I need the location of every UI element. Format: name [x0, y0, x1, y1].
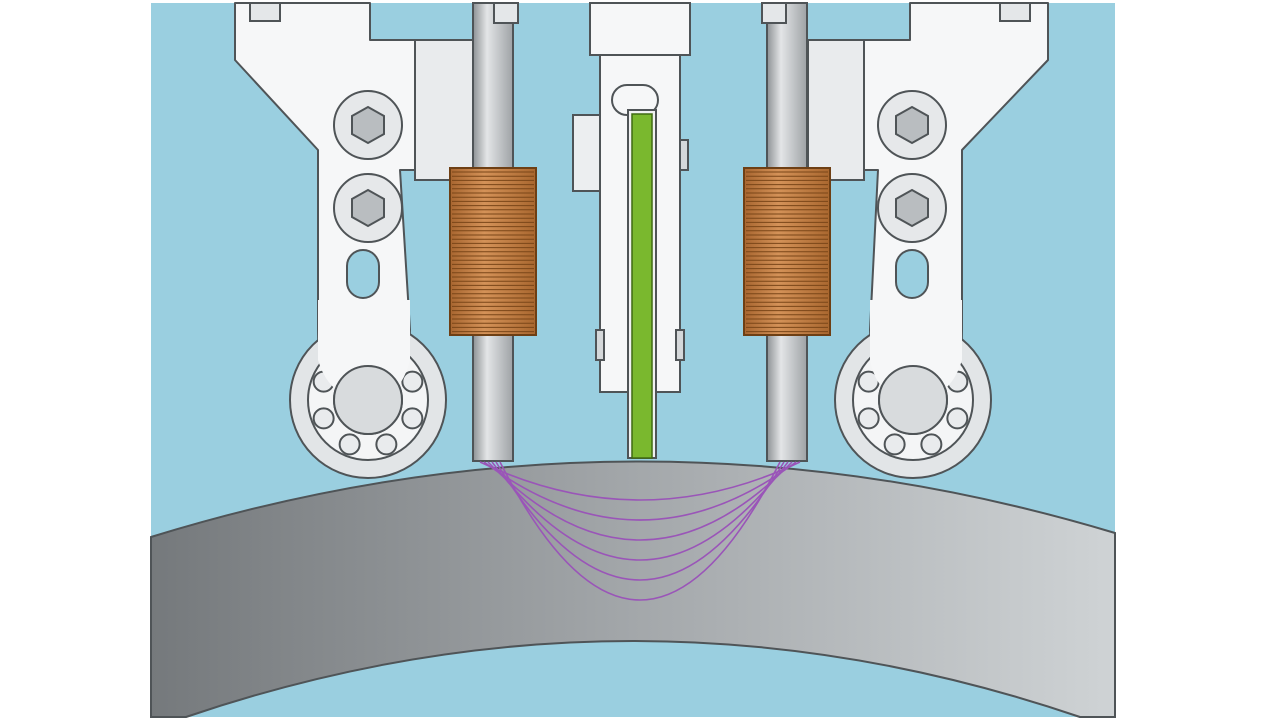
right-lower-screw	[877, 173, 947, 243]
bearing-ball	[401, 370, 424, 393]
bearing-ball	[375, 433, 398, 456]
sensor-top-block	[589, 2, 691, 56]
field-lines	[479, 461, 801, 601]
left-support-plate	[414, 39, 476, 181]
bearing-ball	[401, 407, 424, 430]
right-bracket-slot	[895, 249, 929, 299]
left-rod-collar	[493, 2, 519, 24]
right-bearing-hub	[878, 365, 948, 435]
right-rod-collar	[761, 2, 787, 24]
bearing-ball	[946, 407, 969, 430]
sensor-clip-right	[679, 139, 689, 171]
sensor-clip-left	[595, 329, 605, 361]
field-line	[491, 461, 789, 561]
field-line	[499, 461, 781, 601]
bearing-ball	[857, 407, 880, 430]
left-bracket-slot	[346, 249, 380, 299]
bearing-ball	[312, 407, 335, 430]
field-line	[495, 461, 785, 581]
sensor-clip-right-lower	[675, 329, 685, 361]
field-line	[483, 461, 797, 521]
field-line	[479, 461, 801, 501]
left-upper-screw	[333, 90, 403, 160]
left-coil	[449, 167, 537, 336]
sensor-side-tab	[572, 114, 601, 192]
left-bearing-hub	[333, 365, 403, 435]
left-bracket-tab	[249, 2, 281, 22]
right-upper-screw	[877, 90, 947, 160]
bearing-ball	[883, 433, 906, 456]
test-ring	[150, 460, 1116, 718]
right-coil	[743, 167, 831, 336]
field-line	[487, 461, 793, 541]
right-support-plate	[807, 39, 865, 181]
bearing-ball	[920, 433, 943, 456]
right-bracket-tab	[999, 2, 1031, 22]
sensor-strip	[631, 113, 653, 459]
bearing-ball	[338, 433, 361, 456]
left-lower-screw	[333, 173, 403, 243]
